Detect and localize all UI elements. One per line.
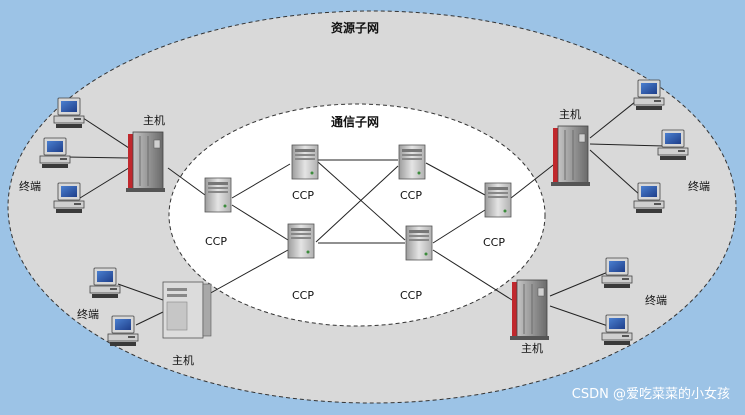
host-right-bottom-label: 主机: [521, 341, 543, 355]
host-right-top-label: 主机: [559, 107, 581, 121]
network-links: [65, 97, 665, 327]
ccp-left-icon: [204, 177, 232, 213]
communication-subnet-title: 通信子网: [331, 114, 379, 129]
watermark: CSDN @爱吃菜菜的小女孩: [572, 386, 730, 402]
host-left-bottom-icon: [162, 281, 212, 339]
communication-subnet: [168, 103, 546, 327]
ccp-right-icon: [484, 182, 512, 218]
ccp-right-label: CCP: [483, 236, 505, 249]
ccp-top-left-icon: [291, 144, 319, 180]
host-left-bottom-label: 主机: [172, 353, 194, 367]
ccp-mid-left-icon: [287, 223, 315, 259]
host-left-top-label: 主机: [143, 113, 165, 127]
host-right-top-icon: [550, 125, 591, 187]
terminal-right-top-label: 终端: [688, 179, 710, 193]
ccp-mid-right-label: CCP: [400, 289, 422, 302]
host-left-top-icon: [125, 131, 166, 193]
ccp-top-right-icon: [398, 144, 426, 180]
ccp-top-left-label: CCP: [292, 189, 314, 202]
resource-subnet-title: 资源子网: [331, 20, 379, 35]
ccp-mid-right-icon: [405, 225, 433, 261]
terminal-right-bottom-label: 终端: [645, 293, 667, 307]
host-right-bottom-icon: [509, 279, 550, 341]
ccp-left-label: CCP: [205, 235, 227, 248]
ccp-top-right-label: CCP: [400, 189, 422, 202]
ccp-mid-left-label: CCP: [292, 289, 314, 302]
terminal-left-bottom-label: 终端: [77, 307, 99, 321]
terminal-left-top-label: 终端: [19, 179, 41, 193]
